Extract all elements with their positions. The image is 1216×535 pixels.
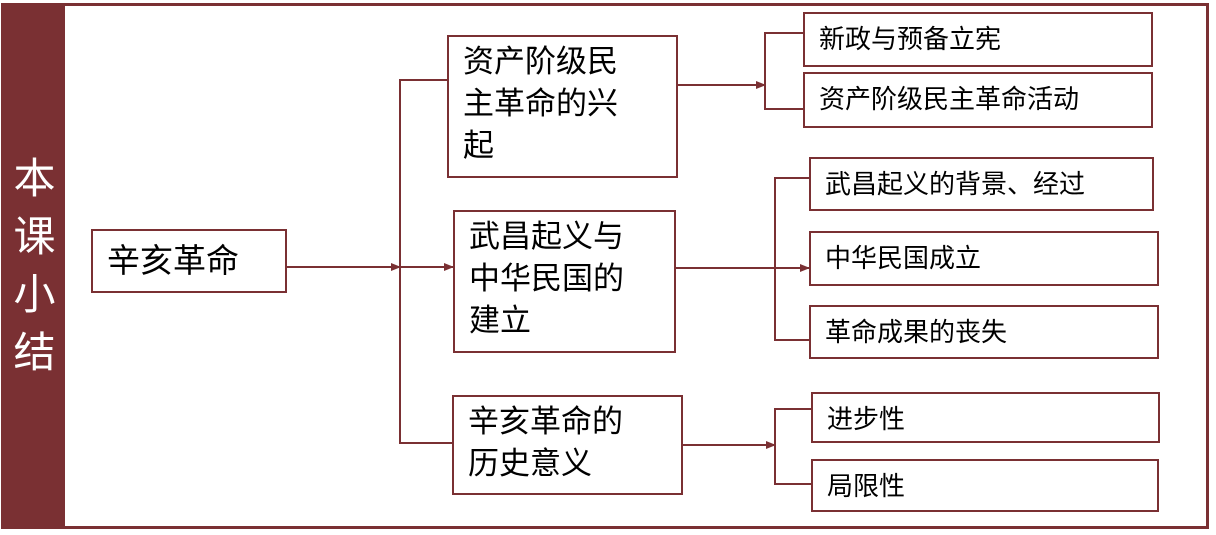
leaf-label: 革命成果的丧失 (825, 318, 1008, 348)
leaf-label: 局限性 (827, 472, 906, 502)
branch-label: 资产阶级民 主革命的兴 起 (463, 44, 618, 164)
sidebar-title-char: 小 (13, 270, 56, 319)
branch-box: 辛亥革命的 历史意义 (452, 395, 683, 495)
leaf-bracket-1 (764, 32, 803, 110)
leaf-box: 中华民国成立 (809, 231, 1159, 286)
leaf-label: 武昌起义的背景、经过 (825, 170, 1086, 200)
leaf-box: 资产阶级民主革命活动 (803, 72, 1153, 128)
branch-label: 武昌起义与 中华民国的 建立 (469, 219, 624, 339)
leaf-bracket-3 (774, 408, 811, 485)
diagram-frame (1, 3, 1209, 529)
summary-sidebar: 本 课 小 结 (4, 6, 65, 526)
leaf-label: 中华民国成立 (825, 244, 982, 274)
leaf-box: 武昌起义的背景、经过 (809, 157, 1154, 211)
leaf-label: 资产阶级民主革命活动 (819, 85, 1080, 115)
leaf-box: 革命成果的丧失 (809, 305, 1159, 359)
sidebar-title-char: 结 (13, 328, 56, 377)
leaf-box: 进步性 (811, 392, 1160, 443)
branch-box: 资产阶级民 主革命的兴 起 (447, 35, 678, 178)
leaf-label: 进步性 (827, 405, 906, 435)
branch-label: 辛亥革命的 历史意义 (468, 404, 623, 482)
leaf-box: 新政与预备立宪 (803, 12, 1153, 67)
branch-bracket (399, 79, 452, 444)
leaf-bracket-2 (774, 177, 809, 341)
sidebar-title-char: 课 (13, 212, 56, 261)
sidebar-title-char: 本 (13, 154, 56, 203)
branch-box: 武昌起义与 中华民国的 建立 (453, 210, 676, 353)
root-topic-label: 辛亥革命 (107, 241, 239, 280)
leaf-label: 新政与预备立宪 (819, 25, 1002, 55)
leaf-box: 局限性 (811, 459, 1159, 512)
root-topic-box: 辛亥革命 (91, 229, 287, 293)
